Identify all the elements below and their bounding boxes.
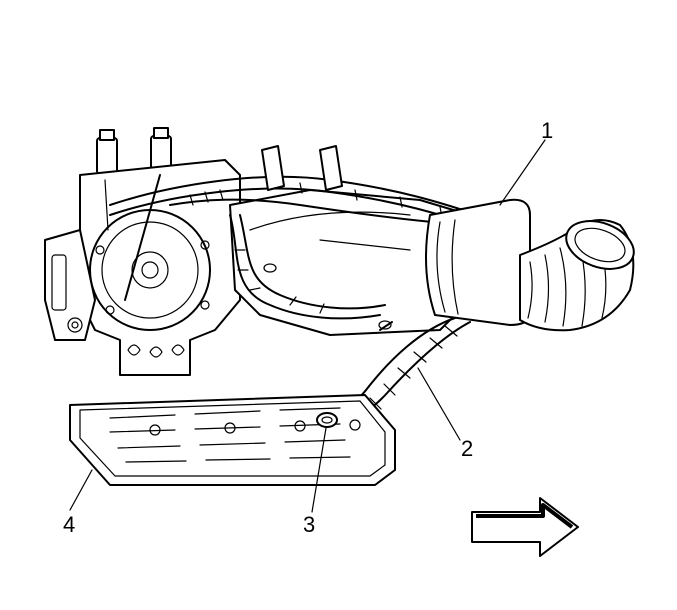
callout-3: 3	[303, 512, 315, 537]
air-intake-duct	[425, 198, 635, 332]
callout-2: 2	[461, 436, 473, 461]
engine-block	[44, 127, 241, 376]
hose-fitting	[316, 412, 338, 428]
valve-cover	[69, 394, 396, 486]
callout-1: 1	[541, 118, 553, 143]
leader-line-3	[311, 427, 327, 513]
leader-lines	[69, 139, 546, 513]
leader-line-4	[69, 469, 93, 511]
leader-line-2	[417, 367, 461, 441]
arrow-right-icon	[471, 497, 579, 557]
leader-line-1	[499, 139, 546, 206]
callout-4: 4	[63, 512, 75, 537]
